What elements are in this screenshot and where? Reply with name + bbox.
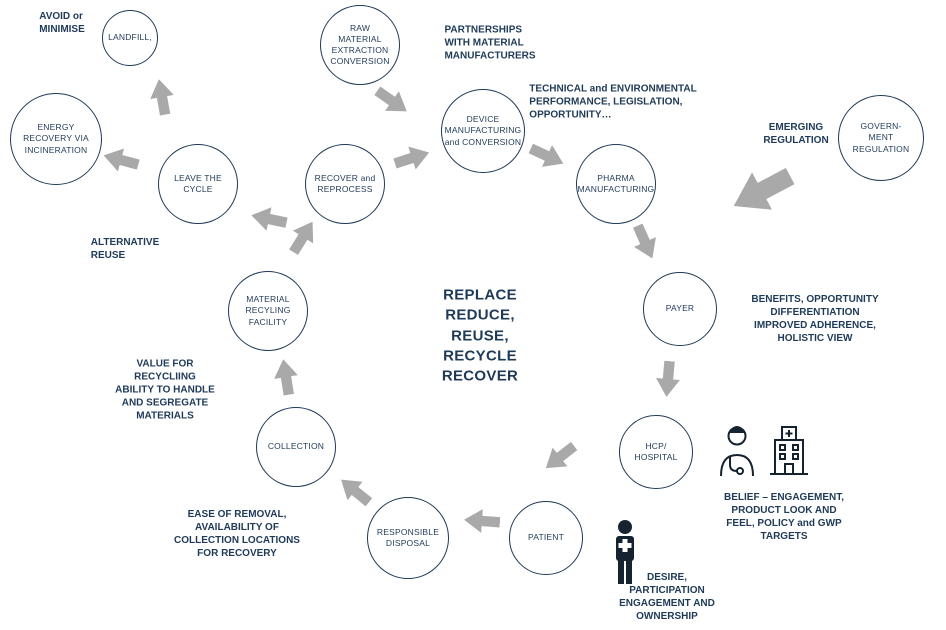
arrow-leave-cycle-to-energy-recovery (100, 143, 142, 177)
annotation-benefits: BENEFITS, OPPORTUNITY DIFFERENTIATION IM… (751, 294, 879, 344)
annotation-desire: DESIRE, PARTICIPATION ENGAGEMENT AND OWN… (619, 572, 715, 622)
doctor-icon (716, 423, 758, 481)
node-pharma-manufacturing: PHARMA MANUFACTURING (576, 144, 656, 224)
patient-person-icon (608, 519, 642, 587)
arrow-recover-to-device (391, 140, 433, 176)
node-leave-the-cycle: LEAVE THE CYCLE (158, 144, 238, 224)
node-patient: PATIENT (509, 501, 583, 575)
arrow-payer-to-hcp (653, 360, 682, 398)
annotation-alternative-reuse: ALTERNATIVE REUSE (90, 237, 160, 261)
arrow-leave-cycle-to-landfill (146, 77, 178, 117)
node-energy-recovery-incineration: ENERGY RECOVERY VIA INCINERATION (10, 93, 102, 185)
node-payer: PAYER (643, 272, 717, 346)
center-title: REPLACE REDUCE, REUSE, RECYCLE RECOVER (441, 286, 519, 385)
node-hcp-hospital: HCP/ HOSPITAL (619, 415, 693, 489)
annotation-belief: BELIEF – ENGAGEMENT, PRODUCT LOOK AND FE… (723, 492, 845, 542)
node-responsible-disposal: RESPONSIBLE DISPOSAL (367, 497, 449, 579)
arrow-device-to-pharma (525, 137, 569, 176)
arrow-hcp-to-patient (538, 436, 582, 479)
arrow-emerging-regulation (723, 156, 801, 227)
arrow-recover-to-leave-cycle (249, 203, 290, 236)
arrow-disposal-to-collection (333, 470, 377, 513)
node-material-recycling-facility: MATERIAL RECYLING FACILITY (228, 271, 308, 351)
annotation-value-for-recycling: VALUE FOR RECYCLIING ABILITY TO HANDLE A… (115, 358, 215, 422)
arrow-patient-to-disposal (463, 507, 501, 535)
annotation-partnerships: PARTNERSHIPS WITH MATERIAL MANUFACTURERS (444, 24, 536, 62)
annotation-emerging-regulation: EMERGING REGULATION (763, 122, 829, 146)
annotation-avoid-minimise: AVOID or MINIMISE (39, 11, 85, 35)
node-landfill: LANDFILL, (102, 10, 158, 66)
annotation-ease-of-removal: EASE OF REMOVAL, AVAILABILITY OF COLLECT… (174, 509, 300, 559)
annotation-technical-environmental: TECHNICAL and ENVIRONMENTAL PERFORMANCE,… (529, 83, 697, 121)
node-device-manufacturing: DEVICE MANUFACTURING and CONVERSION (441, 89, 525, 173)
arrow-recycling-to-recover (282, 215, 323, 259)
node-government-regulation: GOVERN- MENT REGULATION (838, 95, 924, 181)
arrow-raw-material-to-device (370, 80, 414, 122)
hospital-building-icon (766, 424, 812, 478)
node-collection: COLLECTION (256, 407, 336, 487)
arrow-collection-to-recycling (270, 357, 301, 397)
arrow-pharma-to-payer (626, 220, 664, 263)
node-recover-reprocess: RECOVER and REPROCESS (305, 144, 385, 224)
node-raw-material-extraction: RAW MATERIAL EXTRACTION CONVERSION (320, 5, 400, 85)
